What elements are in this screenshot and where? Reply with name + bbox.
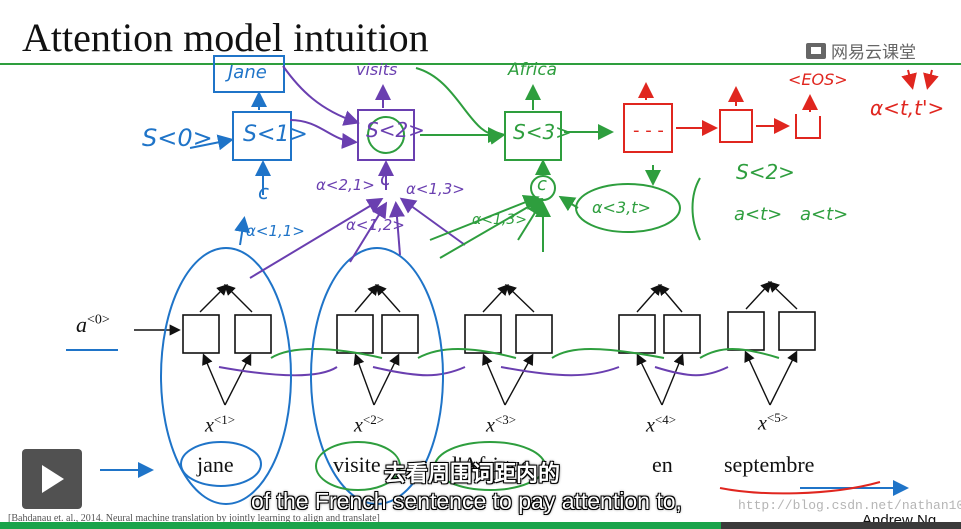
attention-oval-jane: [160, 247, 292, 505]
annotation-alpha-tt: α<t,t'>: [870, 96, 945, 120]
encoder-cell-bwd: [234, 314, 272, 354]
play-button[interactable]: [22, 449, 82, 509]
encoder-cell-fwd: [336, 314, 374, 354]
decoder-cell-s5: [719, 109, 753, 143]
annotation-s0: S<0>: [142, 124, 213, 152]
annotation-s2-right: S<2>: [736, 160, 795, 184]
annotation-c1: c: [258, 180, 269, 204]
annotation-alpha-13: α<1,3>: [406, 180, 465, 198]
encoder-cell-fwd: [182, 314, 220, 354]
progress-fill: [0, 522, 721, 529]
encoder-cell-bwd: [515, 314, 553, 354]
annotation-a-t: a<t>: [734, 204, 783, 225]
annotation-eos: <EOS>: [788, 70, 848, 89]
attention-oval-visite: [310, 247, 444, 505]
annotation-a-t-arrow: a<t>: [800, 204, 849, 225]
backward-chain: [270, 348, 780, 359]
word-lafrique: l'Afrique: [452, 452, 531, 477]
encoder-cell-fwd: [727, 311, 765, 351]
progress-bar[interactable]: [0, 522, 961, 529]
annotation-c3: c: [537, 174, 547, 195]
word-septembre: septembre: [724, 452, 815, 477]
input-label-x2: x<2>: [354, 412, 385, 437]
encoder-cell-bwd: [663, 314, 701, 354]
subtitle-english: of the French sentence to pay attention …: [251, 488, 682, 514]
citation: [Bahdanau et. al., 2014. Neural machine …: [8, 513, 380, 524]
annotation-alpha-12: α<1,2>: [346, 216, 405, 234]
encoder-arrows: [134, 280, 798, 406]
annotation-africa: Africa: [508, 60, 558, 80]
jane-highlight: [180, 441, 262, 487]
output-box-jane: [213, 55, 285, 93]
encoder-cell-bwd: [381, 314, 419, 354]
initial-activation: a<0>: [76, 312, 110, 337]
annotation-alpha-11: α<1,1>: [246, 222, 305, 240]
word-visite: visite: [333, 452, 381, 477]
svg-text:- - -: - - -: [633, 120, 664, 141]
word-en: en: [652, 452, 673, 477]
input-label-x5: x<5>: [758, 410, 789, 435]
encoder-cell-fwd: [618, 314, 656, 354]
slide-title: Attention model intuition: [22, 15, 429, 60]
input-label-x1: x<1>: [205, 412, 236, 437]
annotation-jane: Jane: [228, 62, 267, 83]
encoder-cell-bwd: [778, 311, 816, 351]
annotation-alpha-13-green: α<1,3>: [472, 212, 527, 228]
play-icon: [42, 465, 64, 493]
annotation-s3: S<3>: [513, 120, 572, 144]
brand-label: 网易云课堂: [831, 43, 916, 62]
brand-logo-icon: [806, 42, 826, 59]
input-label-x3: x<3>: [486, 412, 517, 437]
input-label-x4: x<4>: [646, 412, 677, 437]
annotation-s2: S<2>: [366, 118, 425, 142]
blog-watermark: http://blog.csdn.net/nathan1025: [738, 498, 961, 513]
annotation-alpha-3t: α<3,t>: [592, 198, 651, 217]
decoder-cell-s4: [623, 103, 673, 153]
annotation-alpha-21: α<2,1>: [316, 176, 375, 194]
annotation-c: c: [380, 166, 391, 190]
encoder-cell-fwd: [464, 314, 502, 354]
brand-watermark: 网易云课堂: [806, 38, 916, 63]
annotation-s1: S<1>: [243, 122, 308, 147]
word-jane: jane: [197, 452, 234, 477]
encoder-cells: [182, 311, 816, 354]
decoder-cell-s6: [795, 114, 821, 139]
annotation-visits: visits: [356, 60, 398, 79]
forward-chain: [218, 366, 729, 377]
subtitle-chinese: 去看周围词距内的: [384, 461, 561, 486]
